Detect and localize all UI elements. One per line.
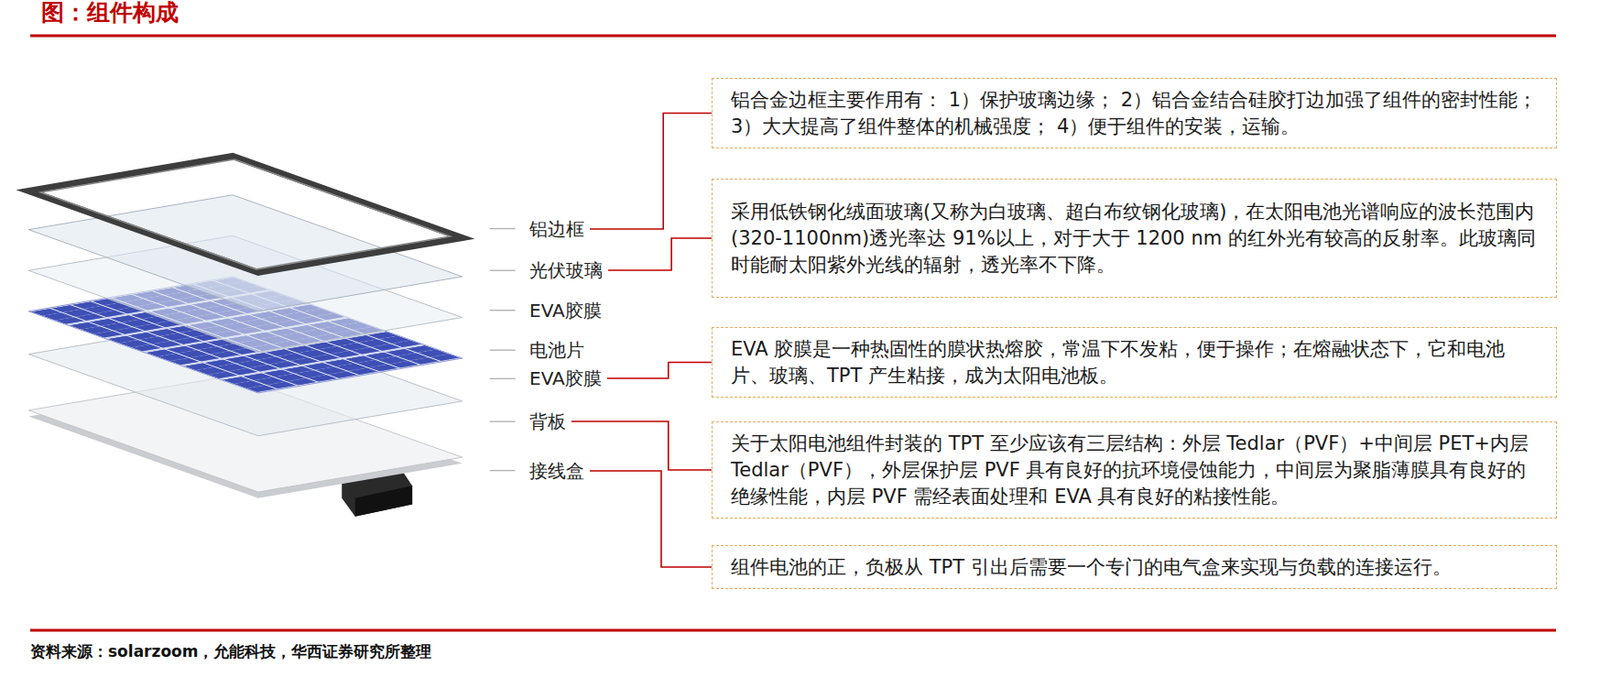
solar-module-exploded	[28, 155, 515, 516]
title-rule	[30, 34, 1557, 38]
part-label: 背板	[529, 408, 566, 435]
callout-text: EVA 胶膜是一种热固性的膜状热熔胶，常温下不发粘，便于操作；在熔融状态下，它和…	[730, 336, 1540, 390]
callout-box: 铝合金边框主要作用有： 1）保护玻璃边缘； 2）铝合金结合硅胶打边加强了组件的密…	[711, 77, 1557, 149]
callout-box: 采用低铁钢化绒面玻璃(又称为白玻璃、超白布纹钢化玻璃)，在太阳电池光谱响应的波长…	[711, 178, 1557, 298]
callout-text: 铝合金边框主要作用有： 1）保护玻璃边缘； 2）铝合金结合硅胶打边加强了组件的密…	[730, 87, 1540, 141]
aluminium-frame	[28, 155, 463, 273]
part-label: 光伏玻璃	[529, 257, 603, 283]
leader-line	[607, 362, 712, 380]
part-label: 电池片	[529, 337, 585, 363]
part-label: EVA胶膜	[529, 365, 602, 392]
callout-text: 组件电池的正，负极从 TPT 引出后需要一个专门的电气盒来实现与负载的连接运行。	[730, 554, 1540, 581]
part-pointers	[489, 228, 516, 471]
callout-text: 关于太阳电池组件封装的 TPT 至少应该有三层结构：外层 Tedlar（PVF）…	[730, 430, 1540, 511]
part-label: 接线盒	[529, 457, 585, 484]
source-caption: 资料来源：solarzoom，允能科技，华西证券研究所整理	[30, 639, 432, 664]
leader-line	[608, 238, 712, 271]
footer-rule	[30, 629, 1557, 632]
part-label: EVA胶膜	[529, 297, 602, 324]
part-label: 铝边框	[529, 216, 585, 242]
callout-box: 关于太阳电池组件封装的 TPT 至少应该有三层结构：外层 Tedlar（PVF）…	[711, 421, 1557, 519]
callout-text: 采用低铁钢化绒面玻璃(又称为白玻璃、超白布纹钢化玻璃)，在太阳电池光谱响应的波长…	[730, 198, 1540, 279]
leader-line	[571, 421, 712, 470]
figure-title: 图：组件构成	[41, 0, 179, 26]
callout-box: EVA 胶膜是一种热固性的膜状热熔胶，常温下不发粘，便于操作；在熔融状态下，它和…	[711, 326, 1557, 398]
leader-line	[589, 113, 712, 230]
leader-line	[589, 470, 712, 567]
callout-box: 组件电池的正，负极从 TPT 引出后需要一个专门的电气盒来实现与负载的连接运行。	[711, 544, 1557, 589]
junction-box-side	[355, 485, 413, 516]
